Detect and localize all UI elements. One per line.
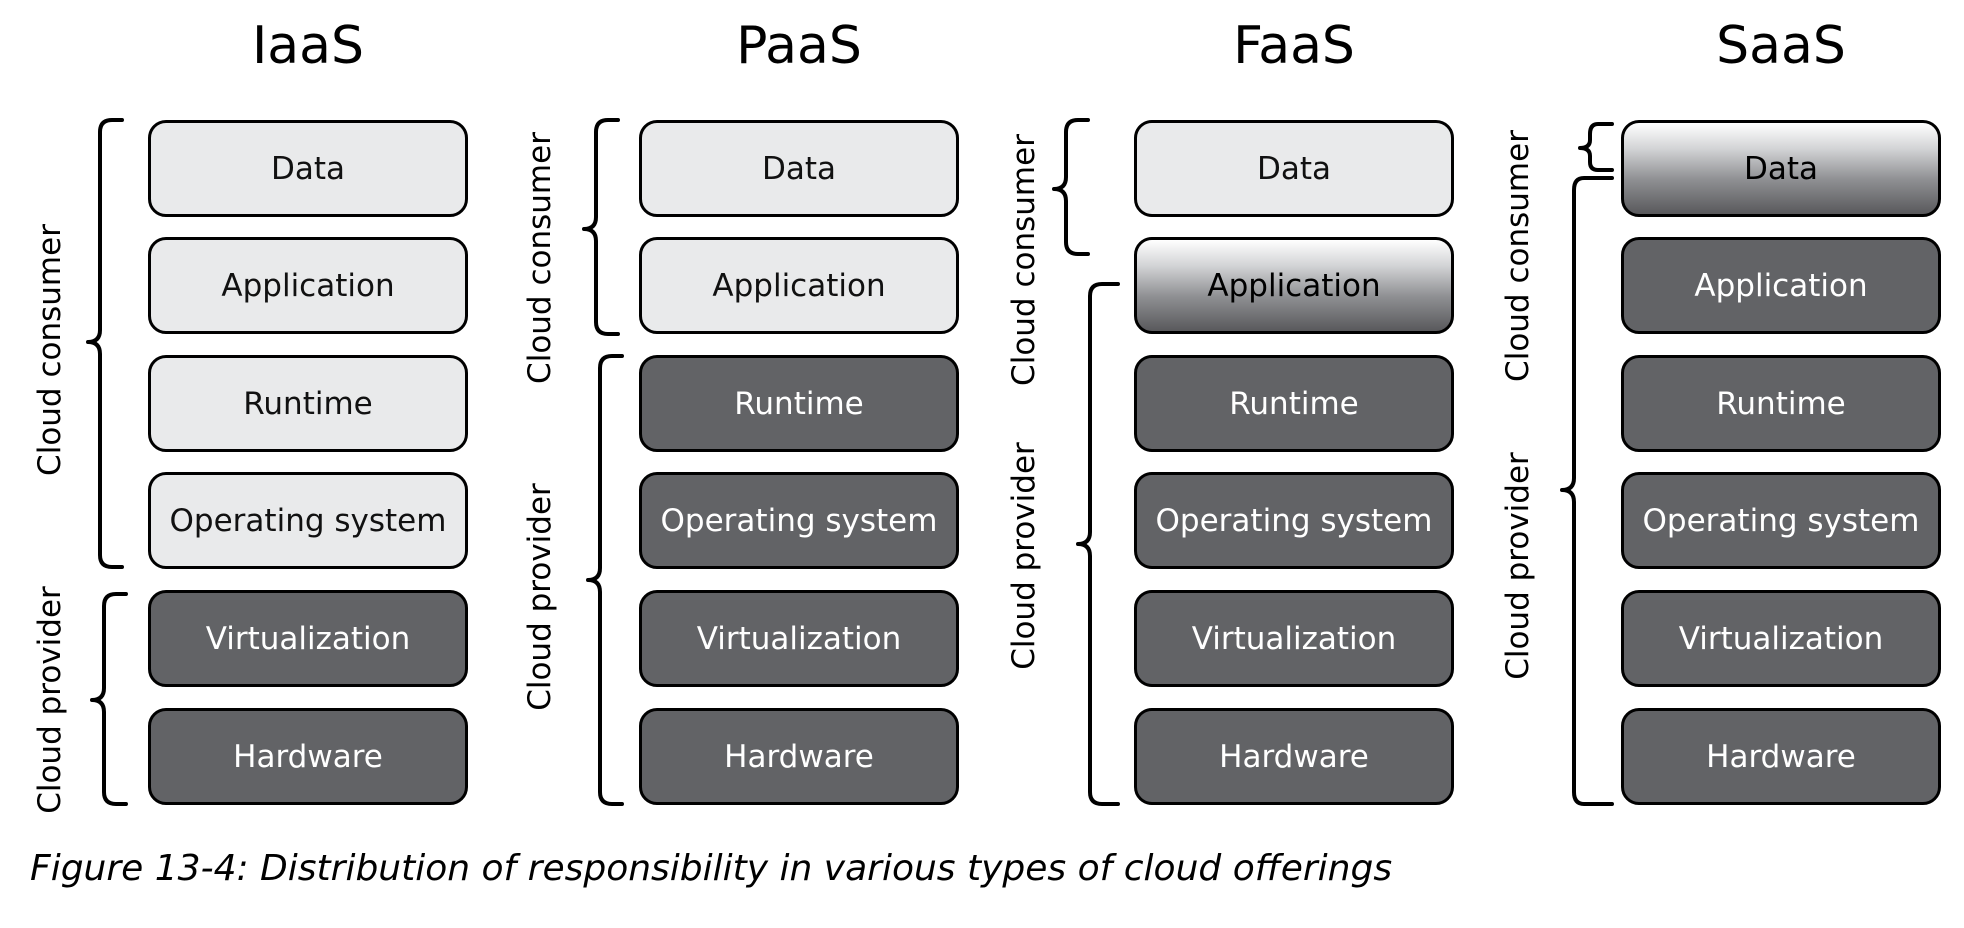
paas-layer-operating-system: Operating system: [639, 472, 959, 569]
paas-layer-application: Application: [639, 237, 959, 334]
paas-provider-bracket: [586, 354, 624, 806]
figure-caption: Figure 13-4: Distribution of responsibil…: [30, 848, 1393, 889]
saas-provider-label: Cloud provider: [1500, 452, 1536, 680]
saas-layer-hardware: Hardware: [1621, 708, 1941, 805]
iaas-layer-runtime: Runtime: [148, 355, 468, 452]
iaas-layer-data: Data: [148, 120, 468, 217]
saas-consumer-bracket: [1578, 122, 1614, 172]
faas-layer-operating-system: Operating system: [1134, 472, 1454, 569]
saas-layer-operating-system: Operating system: [1621, 472, 1941, 569]
column-title-paas: PaaS: [736, 16, 862, 76]
paas-layer-data: Data: [639, 120, 959, 217]
iaas-consumer-bracket: [86, 118, 124, 569]
saas-layer-data: Data: [1621, 120, 1941, 217]
faas-layer-runtime: Runtime: [1134, 355, 1454, 452]
paas-provider-label: Cloud provider: [522, 483, 558, 711]
faas-provider-label: Cloud provider: [1006, 442, 1042, 670]
saas-provider-bracket: [1560, 176, 1614, 806]
iaas-provider-bracket: [90, 592, 128, 806]
faas-layer-hardware: Hardware: [1134, 708, 1454, 805]
paas-consumer-bracket: [582, 118, 620, 336]
iaas-layer-operating-system: Operating system: [148, 472, 468, 569]
saas-layer-virtualization: Virtualization: [1621, 590, 1941, 687]
faas-provider-bracket: [1076, 282, 1120, 806]
iaas-layer-application: Application: [148, 237, 468, 334]
column-title-iaas: IaaS: [251, 16, 365, 76]
iaas-layer-hardware: Hardware: [148, 708, 468, 805]
faas-layer-virtualization: Virtualization: [1134, 590, 1454, 687]
column-title-faas: FaaS: [1233, 16, 1355, 76]
saas-layer-application: Application: [1621, 237, 1941, 334]
saas-layer-runtime: Runtime: [1621, 355, 1941, 452]
paas-layer-runtime: Runtime: [639, 355, 959, 452]
faas-layer-application: Application: [1134, 237, 1454, 334]
paas-layer-hardware: Hardware: [639, 708, 959, 805]
column-title-saas: SaaS: [1716, 16, 1846, 76]
faas-layer-data: Data: [1134, 120, 1454, 217]
iaas-layer-virtualization: Virtualization: [148, 590, 468, 687]
faas-consumer-bracket: [1052, 118, 1090, 256]
paas-layer-virtualization: Virtualization: [639, 590, 959, 687]
iaas-consumer-label: Cloud consumer: [32, 224, 68, 476]
iaas-provider-label: Cloud provider: [32, 586, 68, 814]
